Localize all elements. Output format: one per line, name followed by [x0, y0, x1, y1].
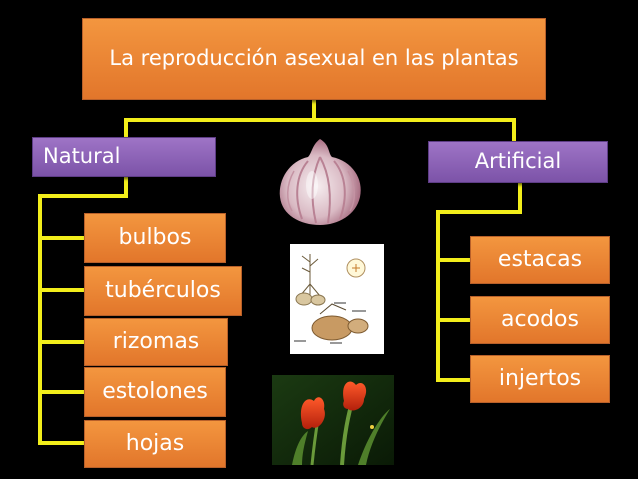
item-label: injertos: [498, 365, 582, 391]
tulip-image: [272, 375, 394, 465]
natural-item-rizomas: rizomas: [84, 318, 228, 366]
artificial-box: Artificial: [428, 141, 608, 183]
item-label: tubérculos: [105, 277, 221, 303]
natural-item-hojas: hojas: [84, 420, 226, 468]
natural-item-bulbos: bulbos: [84, 213, 226, 263]
artificial-item-acodos: acodos: [470, 296, 610, 344]
item-label: hojas: [125, 430, 185, 456]
artificial-item-injertos: injertos: [470, 355, 610, 403]
tuber-diagram-image: [290, 244, 384, 354]
item-label: estolones: [102, 378, 208, 404]
artificial-item-estacas: estacas: [470, 236, 610, 284]
natural-label: Natural: [43, 144, 121, 169]
item-label: estacas: [497, 246, 583, 272]
natural-item-estolones: estolones: [84, 367, 226, 417]
item-label: rizomas: [112, 328, 200, 354]
artificial-label: Artificial: [474, 149, 562, 174]
item-label: bulbos: [118, 224, 192, 250]
title-box: La reproducción asexual en las plantas: [82, 18, 546, 100]
natural-item-tuberculos: tubérculos: [84, 266, 242, 316]
garlic-image: [279, 139, 361, 225]
title-text: La reproducción asexual en las plantas: [109, 46, 519, 71]
natural-box: Natural: [32, 137, 216, 177]
item-label: acodos: [501, 306, 579, 332]
